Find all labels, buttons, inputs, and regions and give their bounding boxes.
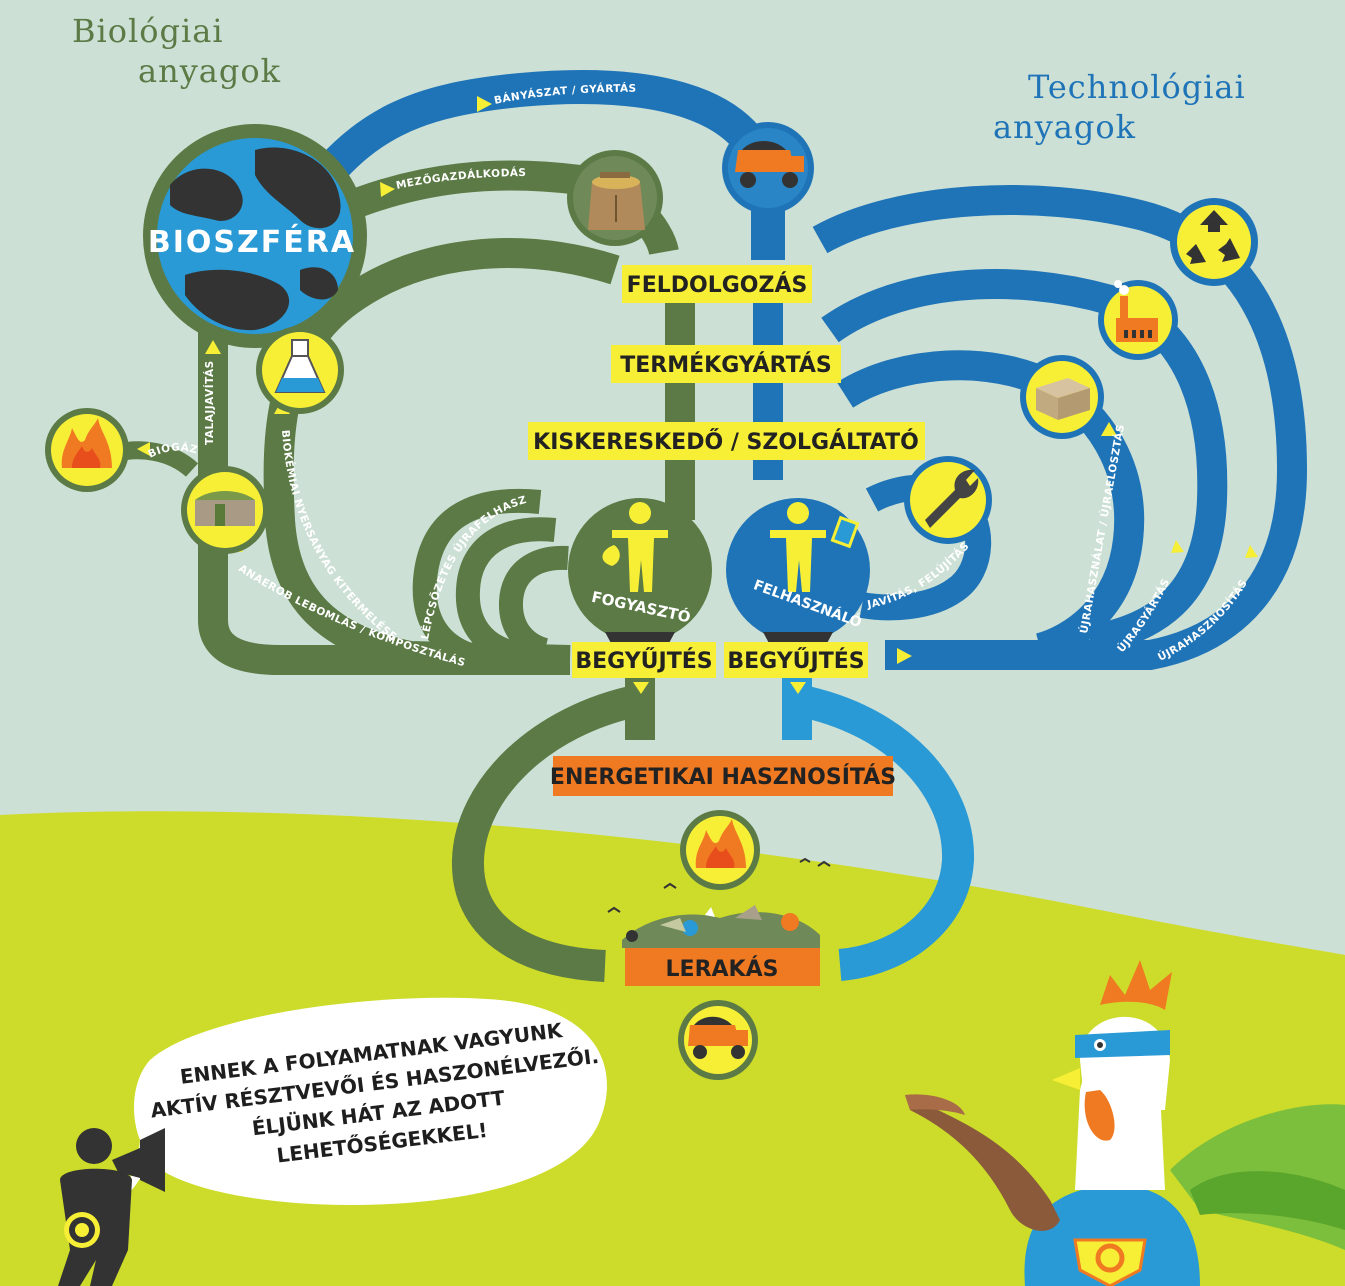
stage-collection-bio-bg bbox=[572, 642, 716, 678]
rooster-beak bbox=[1052, 1068, 1080, 1090]
bird-icon bbox=[799, 857, 811, 863]
dump-truck-icon bbox=[678, 1000, 758, 1080]
section-title-biological: Biológiai bbox=[72, 12, 224, 50]
section-title-biological-2: anyagok bbox=[138, 52, 281, 90]
stage-landfill-bg bbox=[625, 948, 820, 986]
cascade-loop-1 bbox=[412, 488, 542, 667]
stage-landfill: LERAKÁS bbox=[666, 956, 779, 982]
stage-collection-tech-bg bbox=[724, 642, 868, 678]
arrow-soil bbox=[205, 340, 221, 354]
stage-manufacturing: TERMÉKGYÁRTÁS bbox=[620, 352, 832, 378]
box-icon bbox=[1020, 355, 1104, 439]
cascade-loop-3 bbox=[499, 545, 569, 662]
tech-landfill-loop bbox=[793, 684, 975, 981]
arrow-biogas bbox=[137, 442, 150, 456]
remanufacture-loop bbox=[821, 269, 1228, 655]
section-title-technological-2: anyagok bbox=[993, 108, 1136, 146]
stage-processing: FELDOLGOZÁS bbox=[627, 272, 808, 298]
reuse-loop bbox=[836, 350, 1145, 663]
arrow-bio-down bbox=[633, 682, 649, 694]
globe-continent-4 bbox=[300, 267, 338, 300]
consumer-node: FOGYASZTÓ bbox=[568, 498, 712, 660]
flask-icon bbox=[256, 326, 344, 414]
landfill-pile bbox=[622, 905, 820, 948]
user-figure-icon bbox=[787, 502, 809, 524]
biosphere-loop bbox=[198, 300, 570, 675]
green-arrow-mining bbox=[477, 96, 492, 112]
stage-retail: KISKERESKEDŐ / SZOLGÁLTATÓ bbox=[533, 429, 919, 455]
biosphere-globe: BIOSZFÉRA bbox=[143, 124, 367, 348]
stage-collection-bio: BEGYŰJTÉS bbox=[575, 648, 712, 674]
section-title-technological: Technológiai bbox=[1028, 68, 1246, 106]
sack-icon bbox=[567, 150, 663, 246]
mining-truck-icon bbox=[722, 122, 814, 214]
rooster-wing-pointing bbox=[905, 1095, 1060, 1231]
green-arrow-agri bbox=[380, 182, 395, 197]
user-node: FELHASZNÁLÓ bbox=[726, 498, 870, 660]
bird-icon bbox=[663, 882, 677, 889]
fire-icon-energy bbox=[680, 810, 760, 890]
fire-icon-biogas bbox=[45, 408, 129, 492]
rooster-body bbox=[1024, 1184, 1200, 1286]
arrow-recycle bbox=[1245, 545, 1258, 558]
arrow-reuse bbox=[1101, 422, 1117, 436]
stage-energy: ENERGETIKAI HASZNOSÍTÁS bbox=[550, 764, 896, 790]
rooster-emblem bbox=[1073, 1238, 1147, 1286]
megaphone-person-icon bbox=[58, 1128, 165, 1286]
arrow-tech-collection bbox=[897, 648, 912, 664]
globe-continent-2 bbox=[255, 147, 341, 229]
recycle-loop bbox=[812, 185, 1308, 670]
stage-collection-tech: BEGYŰJTÉS bbox=[727, 648, 864, 674]
bio-landfill-loop bbox=[452, 684, 644, 982]
biosphere-label: BIOSZFÉRA bbox=[148, 224, 356, 260]
bird-icon bbox=[817, 860, 831, 867]
arrow-tech-down bbox=[790, 682, 806, 694]
rooster-wattle bbox=[1084, 1090, 1115, 1141]
soil-icon bbox=[181, 466, 269, 554]
stage-manufacturing-bg bbox=[611, 345, 841, 383]
globe-continent-1 bbox=[170, 168, 243, 221]
stage-processing-bg bbox=[622, 265, 812, 303]
globe-continent-3 bbox=[185, 269, 290, 331]
flow-label-soil: TALAJJAVÍTÁS bbox=[203, 360, 216, 445]
speech-bubble: ENNEK A FOLYAMATNAK VAGYUNK AKTÍV RÉSZTV… bbox=[112, 997, 607, 1205]
rooster-mask bbox=[1075, 1030, 1170, 1058]
rooster-mascot bbox=[905, 960, 1345, 1286]
recycle-icon bbox=[1170, 198, 1258, 286]
factory-icon bbox=[1098, 280, 1178, 360]
arrow-reman bbox=[1171, 540, 1184, 553]
rooster-comb bbox=[1100, 960, 1172, 1010]
stage-retail-bg bbox=[528, 422, 925, 460]
cascade-loop-2 bbox=[455, 517, 557, 664]
wrench-icon bbox=[904, 456, 992, 544]
bird-icon bbox=[607, 906, 621, 913]
stage-energy-bg bbox=[553, 756, 893, 796]
consumer-figure-icon bbox=[629, 502, 651, 524]
